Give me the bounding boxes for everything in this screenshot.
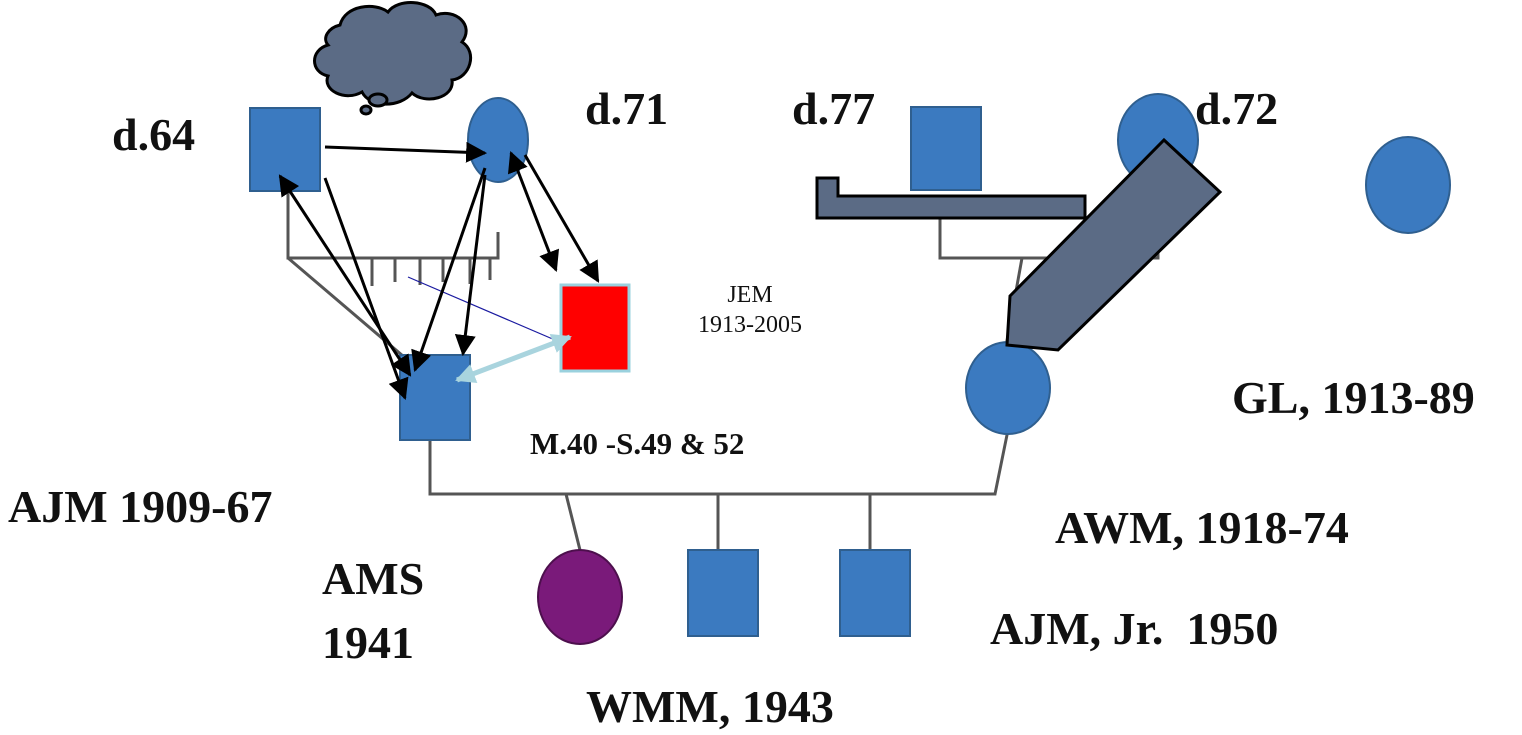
death-label-maternal-grandmother: d.72 xyxy=(1195,83,1279,134)
gl-label: GL, 1913-89 xyxy=(1232,372,1475,423)
death-label-paternal-grandmother: d.71 xyxy=(585,83,669,134)
cloud-icon xyxy=(313,1,473,106)
wmm-label: WMM, 1943 xyxy=(586,681,834,732)
jem-label: JEM 1913-2005 xyxy=(670,280,830,340)
arrow-gm-jem xyxy=(507,151,560,272)
child-line-wmm xyxy=(564,493,582,551)
ams-node xyxy=(687,549,759,637)
death-label-paternal-grandfather: d.64 xyxy=(112,109,196,160)
awm-label: AWM, 1918-74 xyxy=(1055,502,1349,553)
awm-node xyxy=(965,341,1051,435)
arrow-ajm-gf xyxy=(278,174,412,377)
jem-name: JEM xyxy=(727,282,773,308)
ajm-jr-label: AJM, Jr. 1950 xyxy=(990,603,1279,654)
jem-node xyxy=(559,283,631,373)
jem-years: 1913-2005 xyxy=(698,312,802,338)
arrow-gf-to-ajm xyxy=(323,177,409,400)
thought-cloud xyxy=(313,1,473,116)
pentagon-arrow-shape xyxy=(1005,137,1223,352)
gl-node xyxy=(1365,136,1451,234)
thin-connector-line xyxy=(407,276,563,344)
arrow-gm-to-jem xyxy=(523,154,600,283)
bracket-shape xyxy=(815,176,1087,220)
ams-name-label: AMS xyxy=(322,553,425,604)
nodes xyxy=(249,93,1451,645)
ajm-jr-node xyxy=(839,549,911,637)
interaction-arrows xyxy=(278,141,600,400)
marriage-label: M.40 -S.49 & 52 xyxy=(530,426,745,461)
ajm-label: AJM 1909-67 xyxy=(8,481,273,532)
marriage-line xyxy=(428,429,1010,496)
cloud-bubble-small xyxy=(359,104,373,116)
arrow-gm-to-ajm-1 xyxy=(411,167,487,372)
arrow-jem-ajm xyxy=(455,334,572,383)
grandfather-maternal-node xyxy=(910,106,982,191)
grandfather-paternal-node xyxy=(249,107,321,192)
cloud-bubble-large xyxy=(367,92,389,108)
arrow-gm-to-ajm-2 xyxy=(454,174,487,357)
arrow-gf-to-gm xyxy=(324,141,488,163)
wmm-node xyxy=(537,549,623,645)
death-label-maternal-grandfather: d.77 xyxy=(792,83,876,134)
ajm-node xyxy=(399,354,471,441)
grandmother-paternal-node xyxy=(467,97,529,183)
ams-year-label: 1941 xyxy=(322,617,414,668)
